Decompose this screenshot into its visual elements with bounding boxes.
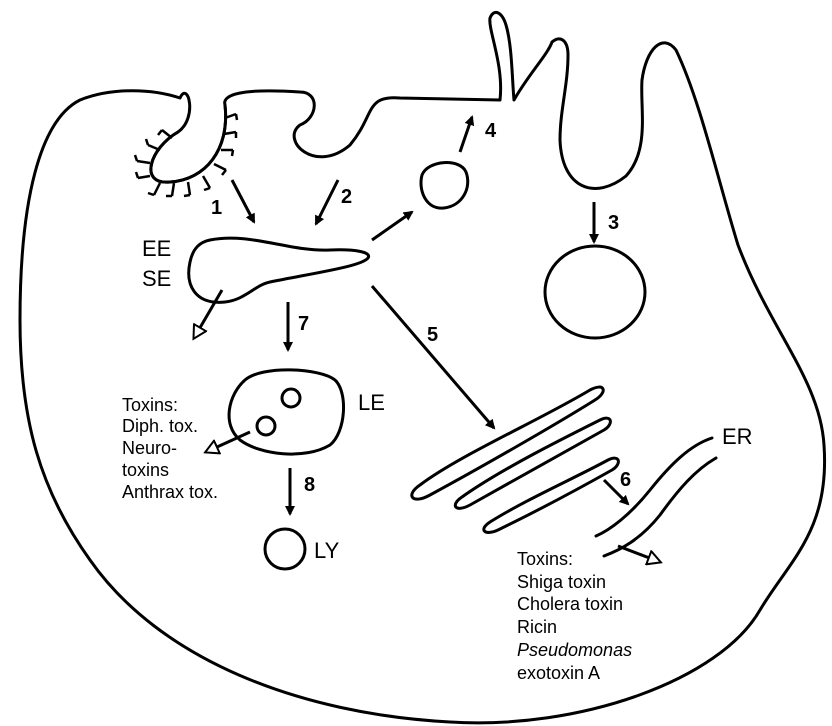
clathrin-coat-spikes [135,114,237,196]
toxins-left-list: Toxins: Diph. tox. Neuro- toxins Anthrax… [122,395,218,502]
label-ly: LY [314,538,340,563]
intralumenal-vesicle-2 [257,417,275,435]
step-8: 8 [304,474,315,496]
arrow-5 [372,286,494,428]
toxins-right-item: Cholera toxin [517,594,623,614]
arrow-2 [316,180,338,224]
label-er: ER [722,424,753,449]
label-ee: EE [142,236,171,261]
toxins-right-list: Toxins: Shiga toxin Cholera toxin Ricin … [517,549,632,683]
step-5: 5 [427,324,438,346]
macropinosome [545,246,645,338]
step-7: 7 [298,313,309,335]
lysosome [265,529,305,569]
toxins-right-item: Pseudomonas [517,640,632,660]
late-endosome [229,370,343,454]
toxins-right-item: Ricin [517,617,557,637]
arrow-1 [232,180,254,222]
endoplasmic-reticulum [596,438,716,556]
arrow-ee-to-vesicle [372,212,412,240]
toxins-left-item: Anthrax tox. [122,482,218,502]
toxins-right-item: Shiga toxin [517,572,606,592]
arrow-4 [460,117,472,152]
toxins-left-item: Neuro- [122,438,177,458]
toxins-left-item: Diph. tox. [122,416,198,436]
step-2: 2 [341,186,352,208]
step-1: 1 [211,197,222,219]
recycling-vesicle [421,163,468,209]
toxins-left-item: toxins [122,460,169,480]
golgi-apparatus [412,387,619,532]
early-sorting-endosome [189,238,369,302]
intralumenal-vesicle-1 [282,389,300,407]
label-se: SE [142,266,171,291]
toxins-left-heading: Toxins: [122,395,178,415]
step-6: 6 [620,469,631,491]
toxins-right-item: exotoxin A [517,663,600,683]
step-3: 3 [608,212,619,234]
toxins-right-heading: Toxins: [517,549,573,569]
plasma-membrane [20,12,825,722]
step-4: 4 [485,120,497,142]
toxin-exit-arrow-er [618,546,660,562]
label-le: LE [358,390,385,415]
